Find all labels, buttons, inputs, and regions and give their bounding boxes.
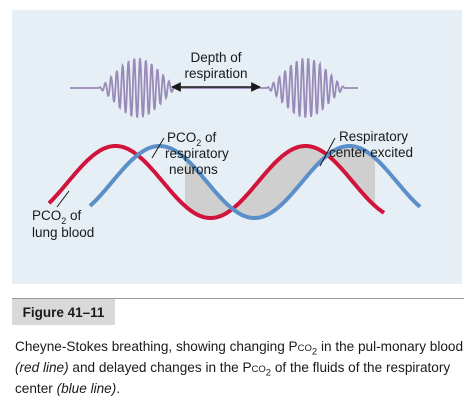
figure-number-tag: Figure 41–11 [12, 299, 115, 325]
figure-panel: Depth of respiration PCO2 of respiratory… [12, 10, 462, 284]
caption-divider [12, 298, 464, 299]
resp-pco2-label: PCO2 of [167, 130, 217, 148]
resp-label-line3: neurons [169, 162, 218, 177]
excited-shading-region [280, 146, 375, 206]
leader-line-respiratory-neurons [151, 137, 165, 159]
center-label-line1: Respiratory [339, 129, 408, 144]
leader-line-center-excited [319, 137, 336, 167]
depth-label-line1: Depth of [190, 50, 241, 65]
center-label-line2: center excited [329, 145, 413, 160]
depth-label-line2: respiration [184, 66, 247, 81]
cheyne-stokes-diagram: Depth of respiration PCO2 of respiratory… [32, 50, 422, 240]
excited-shading-region [185, 158, 280, 218]
caption-red-line-ref: (red line) [15, 360, 69, 376]
lung-label-line2: lung blood [32, 225, 94, 240]
resp-label-line2: respiratory [165, 146, 229, 161]
caption-blue-line-ref: (blue line) [56, 381, 117, 397]
leader-line-lung-blood [56, 190, 70, 208]
figure-caption: Cheyne-Stokes breathing, showing changin… [15, 339, 464, 397]
lung-pco2-label: PCO2 of [32, 208, 82, 226]
respiratory-neurons-pco2-curve [88, 144, 422, 220]
